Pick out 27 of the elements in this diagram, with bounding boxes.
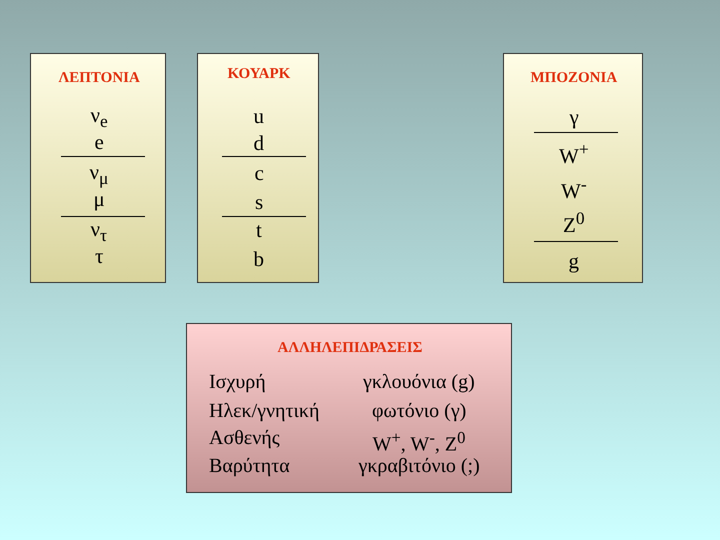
force-name: Ηλεκ/γνητική (209, 399, 320, 423)
panel-heading: ΑΛΛΗΛΕΠΙΔΡΑΣΕΙΣ (278, 340, 422, 357)
particle-symbol: u (254, 104, 264, 128)
force-name: Βαρύτητα (209, 454, 290, 478)
particle-symbol: t (256, 218, 262, 242)
carrier-particle: W$^{+}$, W$^{-}$, Z$^{0}$ (372, 427, 466, 457)
particle-symbol: c (254, 161, 264, 185)
particle-symbol: W$^{-}$ (561, 173, 587, 203)
panel-heading: ΛΕΠΤΟΝΙΑ (58, 70, 140, 87)
particle-panel (503, 53, 643, 283)
particle-symbol: γ (570, 105, 579, 129)
particle-symbol: b (254, 247, 264, 271)
particle-panel (30, 53, 166, 283)
particle-panel (197, 53, 319, 283)
carrier-particle: γκλουόνια (g) (363, 370, 475, 394)
particle-symbol: d (254, 131, 264, 155)
particle-symbol: W$^{+}$ (559, 138, 589, 168)
force-name: Ασθενής (209, 426, 280, 450)
carrier-particle: φωτόνιο (γ) (372, 399, 466, 423)
particle-symbol: Z$^{0}$ (563, 207, 585, 237)
carrier-particle: γκραβιτόνιο (;) (358, 454, 480, 478)
panel-heading: ΚΟΥΑΡΚ (228, 66, 290, 83)
particle-symbol: s (255, 190, 264, 214)
particle-symbol: g (568, 249, 579, 273)
interactions-panel (186, 323, 512, 493)
force-name: Ισχυρή (209, 370, 266, 394)
panel-heading: ΜΠΟΖΟΝΙΑ (530, 70, 618, 87)
